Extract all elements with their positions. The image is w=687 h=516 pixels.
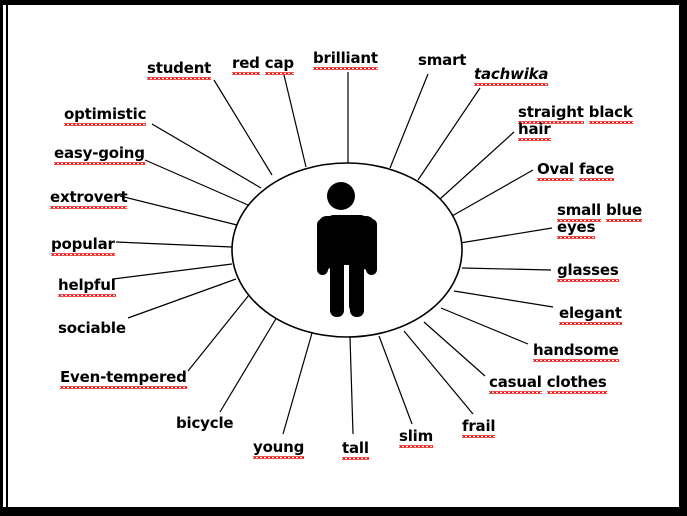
node-label-oval-face[interactable]: Oval face — [537, 160, 614, 181]
spellcheck-word: hair — [518, 120, 551, 141]
node-label-slim[interactable]: slim — [399, 427, 434, 448]
node-label-popular[interactable]: popular — [51, 235, 115, 256]
node-label-straight-black-hair[interactable]: straight black hair — [518, 103, 643, 141]
spoke-line — [282, 332, 313, 435]
node-label-student[interactable]: student — [147, 59, 212, 80]
node-label-handsome[interactable]: handsome — [533, 341, 619, 362]
spellcheck-word: glasses — [557, 261, 619, 282]
spellcheck-word: frail — [462, 417, 496, 438]
spoke-line — [187, 294, 250, 372]
spellcheck-word: young — [253, 438, 305, 459]
frame-border-left — [0, 0, 3, 516]
spoke-line — [283, 74, 307, 168]
spellcheck-word: extrovert — [50, 188, 128, 209]
spellcheck-word: cap — [264, 54, 294, 75]
node-label-helpful[interactable]: helpful — [58, 276, 116, 297]
spellcheck-word: handsome — [533, 341, 619, 362]
spoke-line — [151, 123, 262, 189]
spellcheck-word: popular — [51, 235, 115, 256]
spellcheck-word: easy-going — [54, 144, 145, 165]
frame-border-top — [0, 0, 687, 5]
spoke-line — [453, 290, 554, 308]
spoke-line — [349, 336, 354, 435]
spellcheck-word: optimistic — [64, 105, 147, 126]
spellcheck-word: casual — [489, 373, 542, 394]
node-label-bicycle[interactable]: bicycle — [176, 414, 234, 432]
spellcheck-word: tall — [342, 439, 369, 460]
spoke-line — [417, 87, 481, 181]
spoke-line — [213, 79, 273, 176]
spellcheck-word: Even-tempered — [60, 368, 187, 389]
spellcheck-word: elegant — [559, 304, 622, 325]
spoke-line — [423, 321, 486, 377]
spoke-line — [119, 195, 238, 226]
spoke-line — [219, 316, 278, 413]
node-label-sociable[interactable]: sociable — [58, 319, 126, 337]
spellcheck-word: brilliant — [313, 49, 378, 70]
spellcheck-word: red — [232, 54, 260, 75]
frame-border-bottom — [0, 507, 687, 516]
spellcheck-word: slim — [399, 427, 434, 448]
node-label-red-cap[interactable]: red cap — [232, 54, 294, 75]
spoke-line — [459, 227, 553, 244]
spoke-line — [439, 131, 515, 200]
spoke-line — [127, 278, 237, 319]
spoke-line — [403, 330, 474, 415]
spellcheck-word: clothes — [546, 373, 607, 394]
frame-border-right — [679, 0, 687, 516]
spellcheck-word: tachwika — [474, 65, 549, 86]
spoke-line — [389, 73, 429, 169]
spoke-line — [378, 335, 413, 425]
frame-border-left-inner — [6, 5, 8, 508]
node-label-small-blue-eyes[interactable]: small blue eyes — [557, 201, 682, 239]
spoke-line — [115, 241, 233, 248]
spellcheck-word: eyes — [557, 218, 596, 239]
spellcheck-word: black — [588, 103, 633, 124]
spellcheck-word: blue — [606, 201, 642, 222]
node-label-optimistic[interactable]: optimistic — [64, 105, 147, 126]
spoke-lines-group — [112, 72, 554, 435]
node-label-casual-clothes[interactable]: casual clothes — [489, 373, 614, 394]
node-label-tachwika[interactable]: tachwika — [474, 65, 549, 86]
node-label-easy-going[interactable]: easy-going — [54, 144, 145, 165]
node-label-elegant[interactable]: elegant — [559, 304, 622, 325]
spellcheck-word: Oval — [537, 160, 574, 181]
node-label-even-tempered[interactable]: Even-tempered — [60, 368, 187, 389]
spellcheck-word: small — [557, 201, 601, 222]
person-pictogram-icon — [317, 182, 377, 317]
node-label-frail[interactable]: frail — [462, 417, 496, 438]
node-label-extrovert[interactable]: extrovert — [50, 188, 128, 209]
spoke-line — [440, 307, 529, 345]
node-label-young[interactable]: young — [253, 438, 305, 459]
node-label-smart[interactable]: smart — [418, 51, 467, 69]
spellcheck-word: face — [579, 160, 614, 181]
spellcheck-word: student — [147, 59, 212, 80]
node-label-glasses[interactable]: glasses — [557, 261, 619, 282]
spellcheck-word: straight — [518, 103, 584, 124]
spoke-line — [112, 263, 233, 280]
node-label-tall[interactable]: tall — [342, 439, 369, 460]
node-label-brilliant[interactable]: brilliant — [313, 49, 378, 70]
spellcheck-word: helpful — [58, 276, 116, 297]
spoke-line — [144, 159, 249, 206]
spoke-line — [461, 267, 552, 271]
spoke-line — [451, 169, 534, 217]
